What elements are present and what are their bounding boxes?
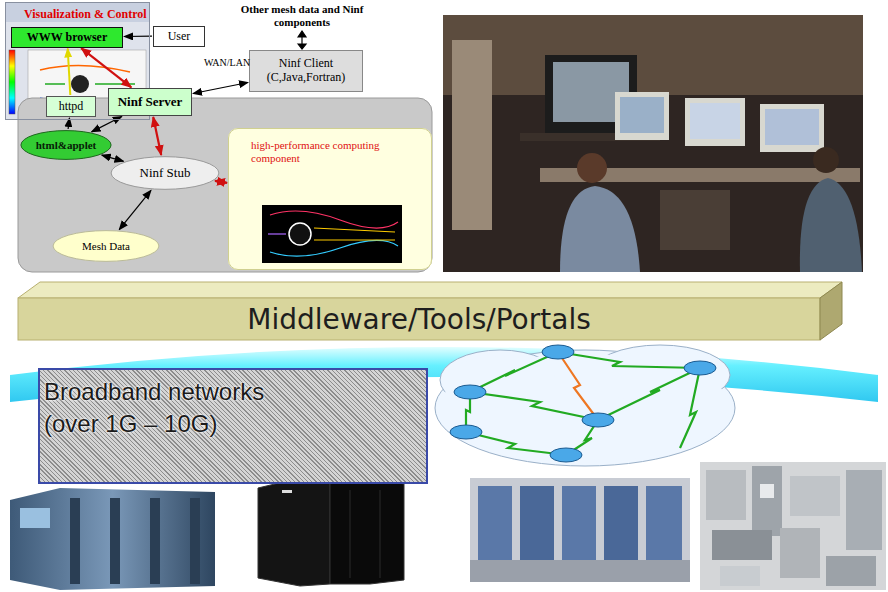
- node-text: html&applet: [36, 139, 97, 151]
- node-text: WWW browser: [27, 30, 108, 45]
- connector-arrow: [124, 36, 152, 37]
- connector-arrow: [119, 190, 151, 229]
- node-text: Broadband networks (over 1G – 10G): [44, 376, 289, 441]
- network-cloud: [435, 345, 735, 466]
- connector-arrow: [215, 181, 227, 183]
- node-text: Ninf Server: [118, 94, 183, 110]
- layer-band: Middleware/Tools/Portals: [18, 282, 842, 340]
- browser-box: WWW browser: [11, 27, 123, 48]
- user-box: User: [153, 26, 205, 47]
- stub-ellipse: Ninf Stub: [110, 156, 220, 190]
- server-box: Ninf Server: [108, 88, 192, 116]
- node-text: Visualization & Control: [24, 7, 147, 22]
- node-text: Middleware/Tools/Portals: [247, 303, 591, 336]
- network-box: Broadband networks (over 1G – 10G): [38, 368, 428, 484]
- note-label: Other mesh data and Ninf components: [238, 3, 366, 28]
- cluster-photo: [470, 478, 690, 582]
- band-face: [820, 282, 842, 340]
- node-text: httpd: [59, 99, 84, 114]
- data-ellipse: Mesh Data: [52, 230, 160, 262]
- ellipse-shape: [21, 131, 111, 160]
- lab-photo: [700, 462, 886, 590]
- simulation-image: [262, 205, 402, 263]
- link-label: WAN/LAN: [204, 57, 250, 68]
- connector-arrow: [102, 155, 124, 161]
- vector-computer-photo: [258, 478, 404, 586]
- node-text: high-performance computing component: [251, 139, 381, 165]
- connector-arrow: [193, 83, 248, 94]
- leader-arrow: [298, 31, 306, 49]
- ellipse-shape: [111, 157, 219, 190]
- control-room-photo: [443, 15, 863, 272]
- node-text: Mesh Data: [82, 240, 130, 252]
- client-box: Ninf Client (C,Java,Fortran): [249, 50, 363, 92]
- connector-arrow: [153, 117, 161, 155]
- applet-ellipse: html&applet: [20, 130, 112, 160]
- band-face: [18, 282, 842, 298]
- server-panel: [18, 98, 432, 272]
- httpd-box: httpd: [46, 96, 96, 117]
- connector-arrow: [68, 49, 71, 96]
- ellipse-shape: [53, 231, 159, 262]
- node-text: Ninf Client (C,Java,Fortran): [254, 57, 358, 85]
- hpc-fill: [228, 128, 432, 270]
- band-face: [18, 298, 820, 340]
- component-box: high-performance computing component: [228, 128, 432, 270]
- connector-arrow: [92, 117, 122, 132]
- connector-arrow: [81, 48, 131, 87]
- node-text: Ninf Stub: [140, 165, 191, 181]
- node-text: User: [168, 29, 191, 44]
- supercomputer-photo: [10, 488, 215, 590]
